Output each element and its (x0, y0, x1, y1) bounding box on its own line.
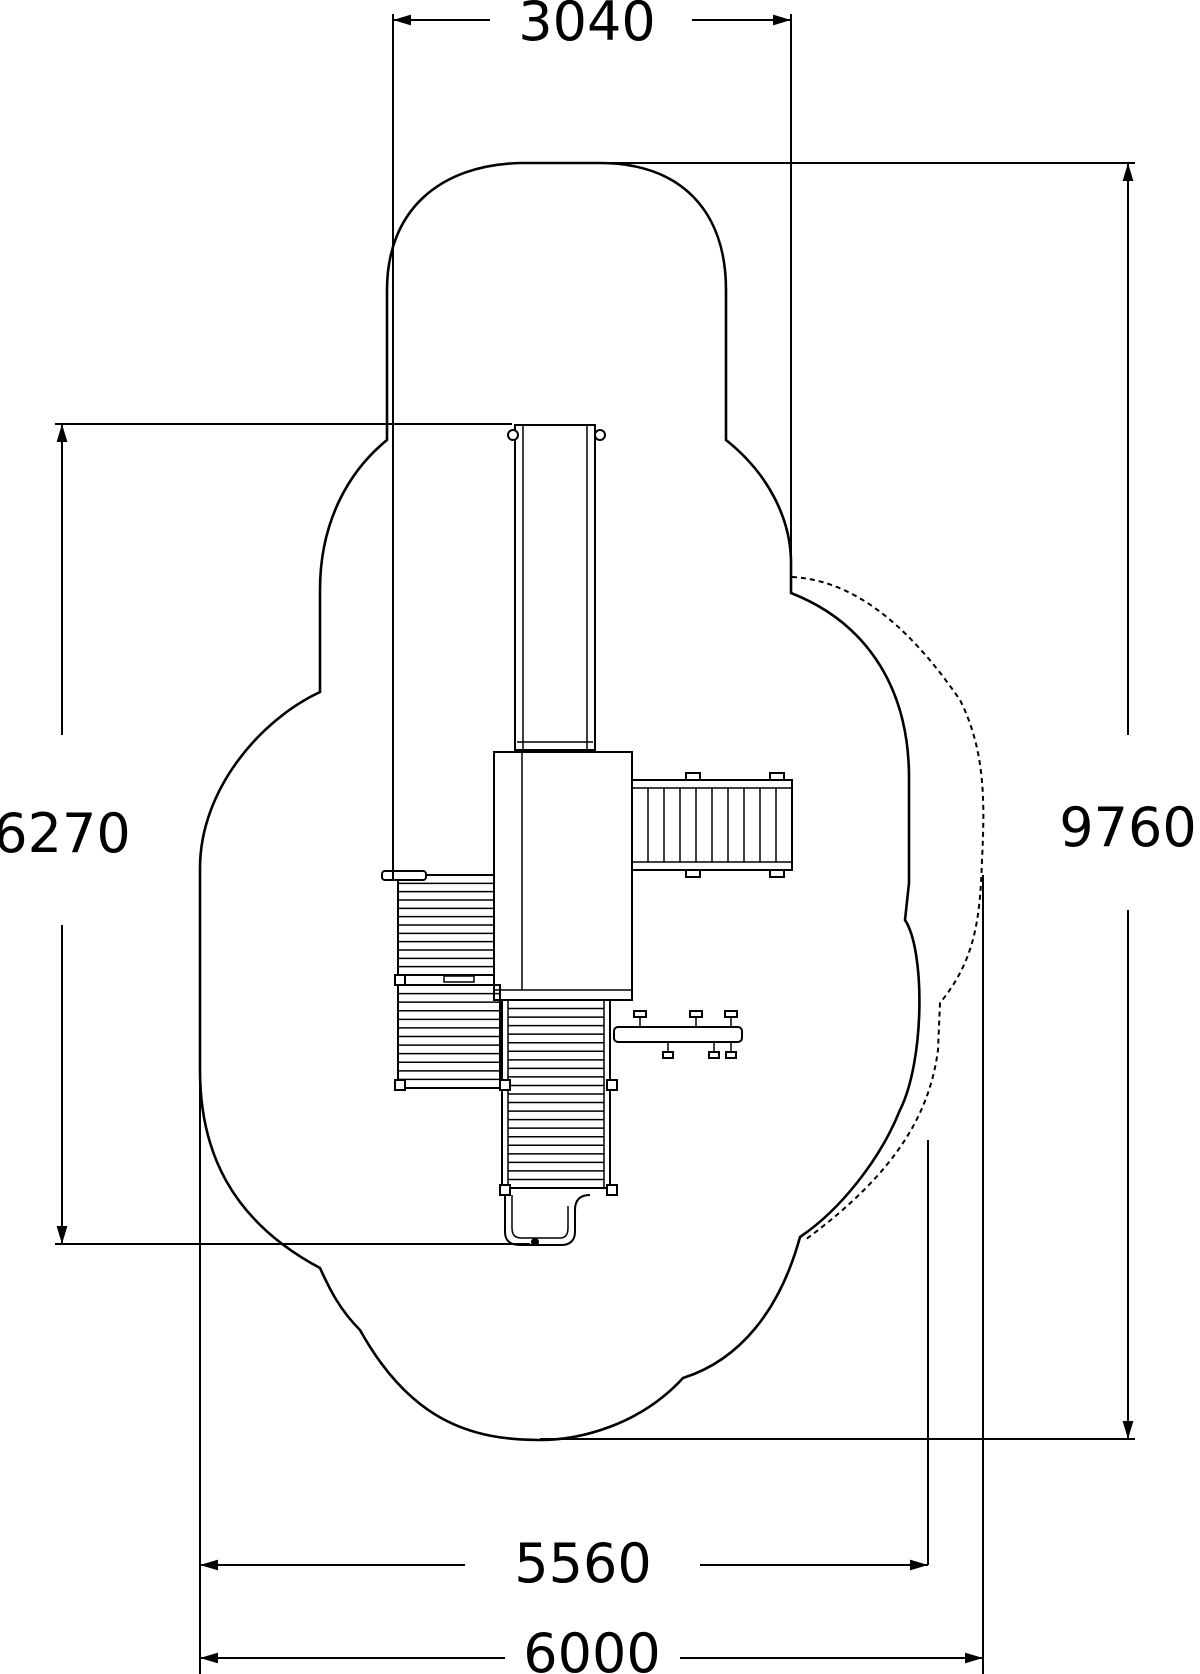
climbing-bar (613, 1010, 743, 1059)
tower-deck (493, 751, 633, 1001)
dimension-bottom-inner: 5560 (199, 1070, 929, 1674)
dimension-bottom-inner-label: 5560 (514, 1532, 651, 1595)
alternate-zone-outline (791, 576, 985, 1241)
dimension-top: 3040 (392, 0, 792, 880)
dimension-bottom-outer-label: 6000 (523, 1622, 660, 1674)
dimension-bottom-outer: 6000 (200, 875, 984, 1674)
left-upper-panel (381, 870, 495, 986)
left-lower-panel (394, 984, 501, 1091)
slide (507, 424, 606, 751)
dimension-left: 6270 (0, 423, 530, 1245)
dimension-left-label: 6270 (0, 802, 131, 865)
right-bridge (631, 772, 793, 878)
stairs (499, 999, 618, 1246)
safety-zone-outline (198, 161, 921, 1442)
dimension-right-label: 9760 (1059, 796, 1196, 859)
dimension-top-label: 3040 (518, 0, 655, 53)
dimension-right: 9760 (540, 162, 1197, 1440)
